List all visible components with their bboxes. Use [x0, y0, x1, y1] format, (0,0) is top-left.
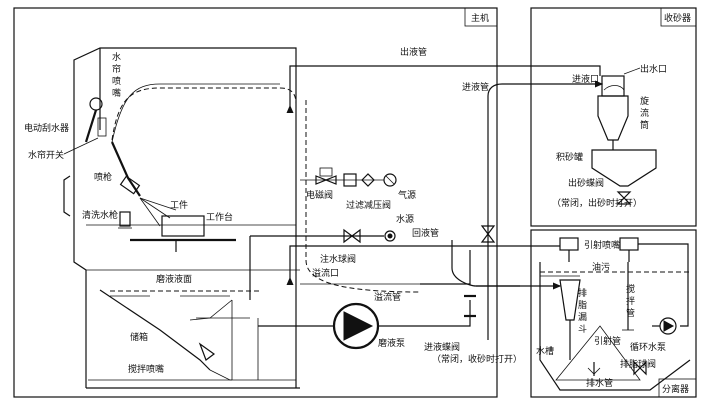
- separator-label: 分离器: [662, 383, 689, 395]
- water-curtain-nozzle-label: 水 帘 喷 嘴: [112, 51, 121, 99]
- overflow-pipe: [420, 250, 471, 285]
- oil-dirt-label: 油污: [592, 261, 610, 273]
- solenoid-valve-label: 电磁阀: [306, 189, 333, 201]
- return-pipe-label: 回液管: [412, 227, 439, 239]
- oil-funnel: [559, 279, 581, 360]
- air-source-label: 气源: [398, 189, 416, 201]
- water-source: [384, 230, 396, 242]
- sand-butterfly-valve-label: 出砂蝶阀: [568, 177, 604, 189]
- sand-butterfly-valve[interactable]: [616, 191, 632, 205]
- stir-nozzle-label: 搅拌喷嘴: [128, 363, 164, 375]
- abrasive-pump-label: 磨液泵: [378, 337, 405, 349]
- inlet-port-label: 进液口: [572, 73, 599, 85]
- worktable: [130, 238, 236, 252]
- svg-text:喷: 喷: [112, 76, 121, 87]
- main-machine-frame: 主机: [13, 7, 498, 398]
- svg-text:筒: 筒: [640, 119, 649, 131]
- svg-text:旋: 旋: [640, 95, 649, 107]
- ejector-nozzle-label: 引射喷嘴: [584, 239, 620, 251]
- storage-tank-label: 储箱: [130, 331, 148, 343]
- stir-nozzle: [198, 342, 216, 361]
- blast-cabinet: [63, 47, 300, 389]
- fill-valve[interactable]: [343, 228, 361, 244]
- worktable-label: 工作台: [206, 211, 233, 223]
- clean-water-gun[interactable]: [118, 211, 132, 229]
- abrasive-level-label: 磨液液面: [156, 273, 192, 285]
- inlet-pipe-label: 进液管: [462, 81, 489, 93]
- cyclone-label: 旋 流 筒: [640, 95, 649, 131]
- solenoid-valve[interactable]: [315, 167, 337, 185]
- main-machine-label: 主机: [471, 12, 489, 24]
- overflow-port-label: 溢流口: [312, 267, 339, 279]
- grease-ball-valve[interactable]: [633, 360, 647, 376]
- svg-text:帘: 帘: [112, 63, 121, 75]
- circulation-pump[interactable]: [659, 317, 677, 335]
- electric-wiper-label: 电动刮水器: [24, 122, 69, 134]
- svg-text:排: 排: [578, 287, 587, 299]
- outlet-pipe-top: [286, 65, 601, 114]
- overflow-pipe-label: 溢流管: [374, 291, 401, 303]
- inlet-pipe: [487, 80, 604, 240]
- sand-collector-label: 收砂器: [664, 12, 691, 24]
- clean-water-gun-label: 清洗水枪: [82, 209, 118, 221]
- sand-valve-note: （常闭，出砂时打开）: [552, 197, 642, 209]
- sand-collector-frame: 收砂器: [530, 7, 697, 227]
- outlet-pipe-top-label: 出液管: [400, 46, 427, 58]
- svg-text:流: 流: [640, 107, 649, 119]
- circulation-pump-label: 循环水泵: [630, 341, 666, 353]
- separator-frame: 分离器: [530, 229, 697, 398]
- water-tank: [539, 262, 691, 391]
- ejector-pipe-label: 引射管: [594, 335, 621, 347]
- oil-funnel-label: 排 脂 漏 斗: [578, 287, 587, 335]
- workpiece-label: 工件: [170, 199, 188, 211]
- filter-regulator-label: 过滤减压阀: [346, 199, 391, 211]
- abrasive-level: [110, 290, 260, 297]
- water-tank-label: 水槽: [536, 345, 554, 357]
- svg-text:漏: 漏: [578, 311, 587, 323]
- cyclone: [597, 75, 629, 141]
- inlet-butterfly-valve-label: 进液蝶阀: [424, 341, 460, 353]
- svg-text:管: 管: [626, 307, 635, 319]
- svg-text:嘴: 嘴: [112, 88, 121, 99]
- svg-text:斗: 斗: [578, 324, 587, 335]
- return-pipe: [286, 245, 560, 286]
- drain-pipe-label: 排水管: [586, 377, 613, 389]
- ejector-nozzle: [559, 237, 639, 262]
- stir-pipe: [622, 262, 634, 331]
- spray-gun-label: 喷枪: [94, 171, 112, 183]
- electric-wiper[interactable]: [84, 97, 107, 143]
- spray-gun[interactable]: [110, 141, 177, 227]
- fill-valve-label: 注水球阀: [320, 253, 356, 265]
- svg-text:脂: 脂: [578, 299, 587, 311]
- drain-pipe: [587, 362, 601, 376]
- water-curtain-pipe: [111, 87, 297, 141]
- outlet-port-label: 出水口: [640, 63, 667, 75]
- abrasive-pump[interactable]: [332, 302, 380, 350]
- stir-pipe-label: 搅 拌 管: [626, 283, 635, 319]
- svg-text:拌: 拌: [626, 295, 635, 307]
- sand-tank: [591, 140, 657, 187]
- workpiece: [161, 215, 205, 237]
- inlet-valve-note: （常闭，收砂时打开）: [432, 353, 522, 365]
- air-source: [383, 173, 397, 187]
- svg-text:水: 水: [112, 51, 121, 63]
- water-source-label: 水源: [396, 213, 414, 225]
- grease-ball-valve-label: 排脂球阀: [620, 358, 656, 370]
- water-curtain-switch-label: 水帘开关: [28, 149, 64, 161]
- sand-tank-label: 积砂罐: [556, 151, 583, 163]
- svg-text:搅: 搅: [626, 283, 635, 295]
